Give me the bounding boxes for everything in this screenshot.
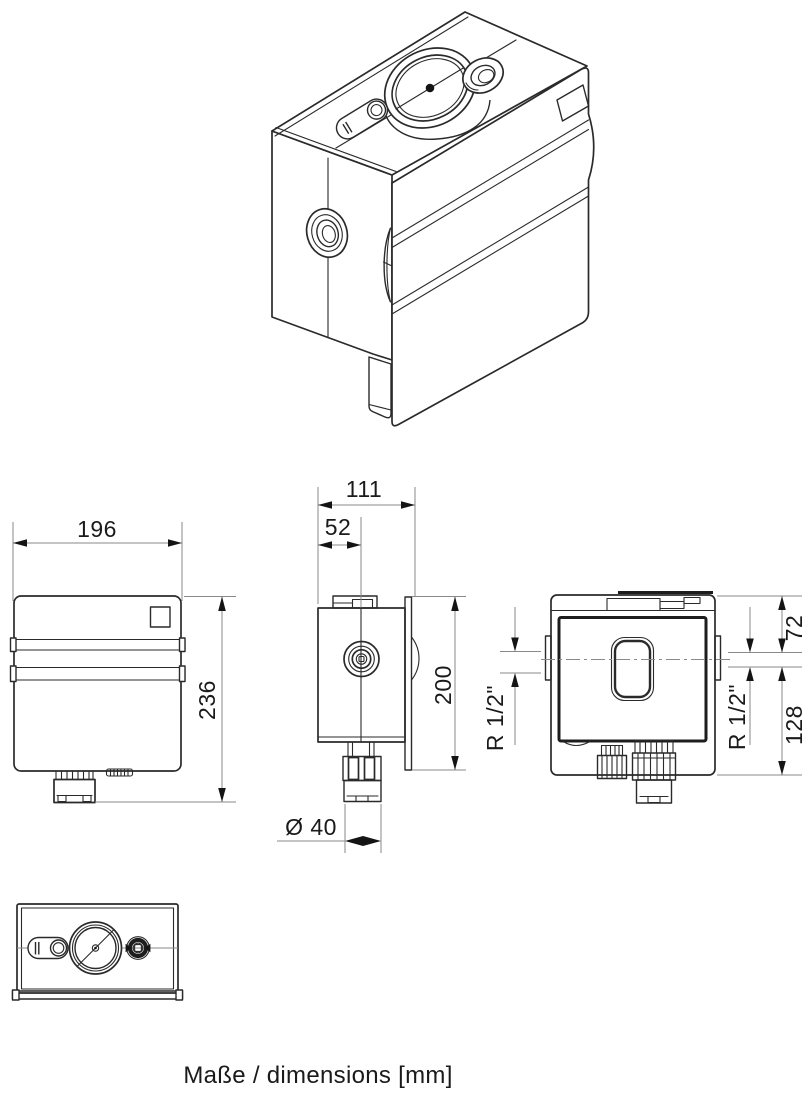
dim-label-depth-52: 52 bbox=[324, 513, 352, 540]
side-flange-plate bbox=[404, 596, 420, 771]
top-inlet-ring bbox=[125, 936, 151, 960]
top-flange-bar bbox=[11, 989, 184, 1001]
iso-clip bbox=[382, 227, 393, 303]
dim-label-height-200: 200 bbox=[429, 665, 456, 705]
back-large-connector bbox=[631, 739, 677, 804]
iso-foot-line bbox=[368, 403, 392, 411]
iso-top-rim-front bbox=[275, 126, 397, 173]
dimension-72-128 bbox=[717, 595, 802, 776]
side-inlet-circles bbox=[343, 640, 380, 678]
dimension-200 bbox=[412, 596, 466, 771]
side-top-tab bbox=[332, 595, 378, 609]
iso-ring-fitting bbox=[461, 57, 505, 94]
dim-label-depth-111: 111 bbox=[345, 475, 383, 502]
front-rail-1 bbox=[10, 638, 186, 651]
side-outlet bbox=[342, 741, 382, 803]
dim-label-thread-left: R 1/2" bbox=[481, 684, 508, 752]
dimension-r12-left bbox=[500, 607, 541, 745]
back-flush-button bbox=[610, 636, 655, 702]
iso-panel-band-2 bbox=[391, 186, 590, 315]
iso-panel-square bbox=[556, 84, 590, 122]
iso-cap-center-dot bbox=[425, 83, 435, 93]
dimension-dia40 bbox=[277, 804, 382, 853]
top-view bbox=[11, 903, 184, 1001]
iso-top-rim-back bbox=[274, 16, 469, 137]
back-view bbox=[500, 591, 802, 804]
back-small-connector bbox=[596, 744, 628, 780]
isometric-view bbox=[271, 11, 595, 427]
dim-label-thread-right: R 1/2" bbox=[723, 683, 750, 751]
back-arc-detail bbox=[563, 741, 590, 747]
back-inner-panel bbox=[557, 616, 708, 743]
front-outlet bbox=[53, 770, 96, 804]
front-square-window bbox=[149, 606, 171, 628]
dim-label-128: 128 bbox=[780, 705, 807, 745]
drawing-caption: Maße / dimensions [mm] bbox=[183, 1062, 453, 1089]
dim-label-width-196: 196 bbox=[77, 515, 117, 542]
iso-cap-collar bbox=[382, 99, 491, 140]
front-body bbox=[13, 595, 182, 772]
dimension-r12-right bbox=[746, 607, 754, 745]
iso-access-panel bbox=[391, 67, 595, 427]
iso-panel-band-1 bbox=[391, 119, 590, 249]
iso-pill-latch bbox=[335, 98, 389, 140]
dim-label-72: 72 bbox=[780, 614, 807, 642]
back-body bbox=[550, 594, 716, 776]
dimension-236 bbox=[95, 596, 236, 803]
back-tab-right bbox=[714, 635, 722, 681]
dim-label-height-236: 236 bbox=[193, 680, 220, 720]
front-rail-2 bbox=[10, 666, 186, 681]
front-rail-end-caps bbox=[9, 637, 186, 683]
back-top-details bbox=[606, 596, 701, 612]
side-view bbox=[277, 487, 466, 853]
iso-inlet-fitting bbox=[305, 207, 349, 259]
front-view bbox=[9, 522, 236, 804]
iso-foot bbox=[368, 356, 392, 419]
dimension-196 bbox=[12, 522, 183, 601]
top-valve-cap bbox=[68, 921, 123, 975]
dimension-52 bbox=[318, 541, 361, 549]
back-tab-left bbox=[544, 635, 552, 681]
dim-label-outlet-dia40: Ø 40 bbox=[285, 813, 337, 840]
top-pill-latch bbox=[27, 936, 69, 960]
front-ribbed-strip bbox=[105, 768, 134, 777]
